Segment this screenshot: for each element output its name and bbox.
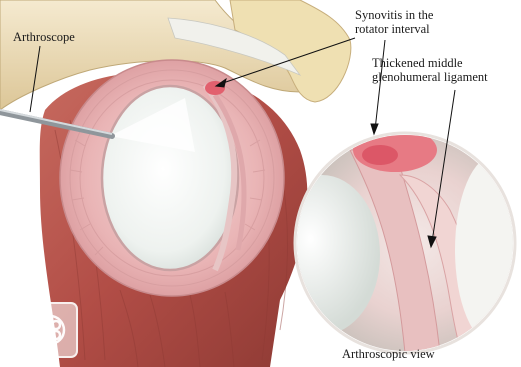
arthroscope-label: Arthroscope	[13, 30, 75, 44]
watermark-badge-icon	[22, 302, 78, 358]
synovitis-label-line-1: Synovitis in the	[355, 8, 433, 22]
ligament-label: Thickened middle glenohumeral ligament	[372, 56, 488, 84]
arthroscopic-view-label: Arthroscopic view	[342, 347, 435, 361]
synovitis-label: Synovitis in the rotator interval	[355, 8, 433, 36]
ligament-label-line-1: Thickened middle	[372, 56, 488, 70]
synovitis-label-line-2: rotator interval	[355, 22, 433, 36]
ligament-label-line-2: glenohumeral ligament	[372, 70, 488, 84]
